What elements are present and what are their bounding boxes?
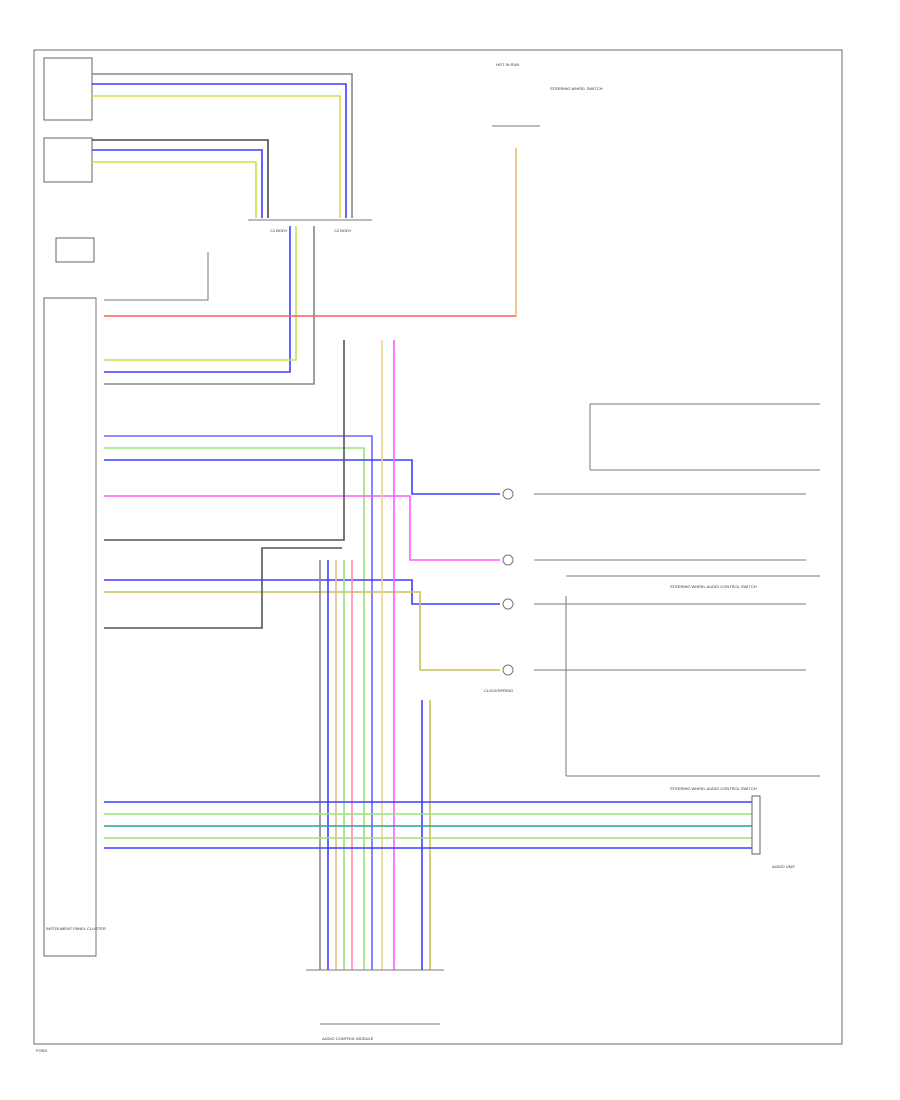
power-wire-group: HOT IN RUN STEERING WHEEL SWITCH — [104, 62, 603, 317]
junction-label-2: C2 BODY — [334, 228, 352, 233]
switch-block-label-lower: STEERING WHEEL AUDIO CONTROL SWITCH — [670, 786, 757, 791]
bottom-connector-label: AUDIO CONTROL MODULE — [322, 1036, 374, 1041]
top-left-connector-box — [43, 57, 93, 121]
switch-label: STEERING WHEEL SWITCH — [550, 86, 603, 91]
junction-label-1: C1 BODY — [270, 228, 288, 233]
top-wire-group — [92, 73, 353, 218]
module-label: INSTRUMENT PANEL CLUSTER — [46, 926, 106, 931]
diagram-frame — [33, 49, 843, 1045]
connector-circle-3 — [502, 598, 514, 610]
right-switch-block-upper: STEERING WHEEL AUDIO CONTROL SWITCH — [534, 403, 820, 589]
junction-to-module-wires — [104, 226, 315, 385]
right-switch-block-lower: STEERING WHEEL AUDIO CONTROL SWITCH CLOC… — [484, 596, 820, 791]
main-module-box — [43, 297, 97, 957]
connector-circle-1 — [502, 488, 514, 500]
connector-circle-4 — [502, 664, 514, 676]
second-connector-box — [43, 137, 93, 183]
page-footer: FORD — [36, 1048, 47, 1053]
right-connector — [751, 795, 761, 855]
right-connector-label: AUDIO UNIT — [772, 864, 796, 869]
small-module-box — [55, 237, 95, 263]
mid-wires — [104, 340, 500, 970]
bottom-bus — [104, 801, 752, 849]
bottom-vertical-wires — [319, 340, 431, 970]
switch-block-label-upper: STEERING WHEEL AUDIO CONTROL SWITCH — [670, 584, 757, 589]
connector-circle-2 — [502, 554, 514, 566]
clockspring-label: CLOCKSPRING — [484, 688, 513, 693]
hot-label: HOT IN RUN — [496, 62, 519, 67]
